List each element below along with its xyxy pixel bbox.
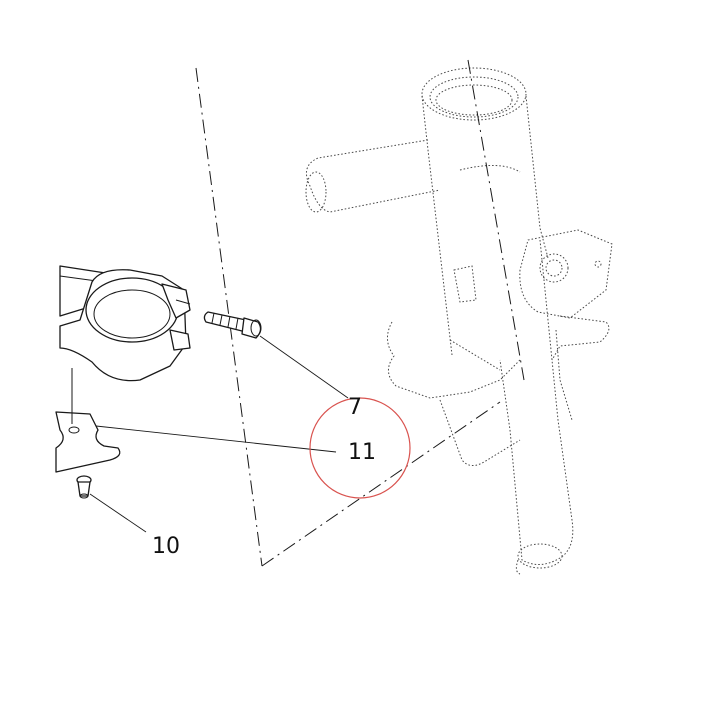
callout-7: 7 xyxy=(348,395,362,420)
leader-line-10 xyxy=(89,493,147,533)
callout-11: 11 xyxy=(348,440,376,465)
highlight-circle xyxy=(309,397,411,499)
bracket-plate xyxy=(55,368,121,473)
frame-head-tube-ghost xyxy=(305,67,613,575)
leader-lines xyxy=(89,335,349,533)
leader-line-7 xyxy=(259,335,349,399)
leader-line-11 xyxy=(95,425,337,453)
centerline-axis xyxy=(195,59,525,567)
plate-screw xyxy=(76,475,92,499)
callout-10: 10 xyxy=(152,534,180,559)
handlebar-clamp xyxy=(59,265,191,382)
clamp-bolt xyxy=(203,311,262,339)
